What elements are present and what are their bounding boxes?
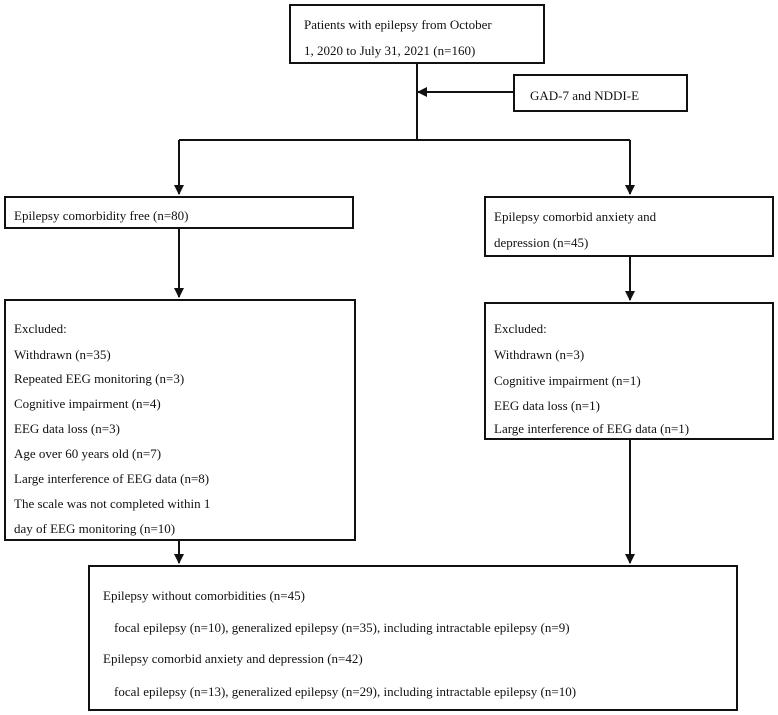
left-group-box: Epilepsy comorbidity free (n=80)	[4, 196, 354, 229]
left-excluded-box: Excluded: Withdrawn (n=35) Repeated EEG …	[4, 299, 356, 541]
left-excluded-item: EEG data loss (n=3)	[14, 421, 120, 436]
left-excluded-item: Withdrawn (n=35)	[14, 347, 111, 362]
right-excluded-item: Withdrawn (n=3)	[494, 347, 585, 362]
right-excluded-item: Large interference of EEG data (n=1)	[494, 421, 690, 436]
scales-box: GAD-7 and NDDI-E	[513, 74, 688, 112]
left-excluded-item: The scale was not completed within 1	[14, 496, 211, 511]
final-line-comorbid: Epilepsy comorbid anxiety and depression…	[103, 651, 363, 666]
left-excluded-heading: Excluded:	[14, 321, 67, 336]
right-group-box: Epilepsy comorbid anxiety and depression…	[484, 196, 774, 257]
right-group-line-1: Epilepsy comorbid anxiety and	[494, 209, 657, 224]
left-group-label: Epilepsy comorbidity free (n=80)	[14, 208, 189, 223]
left-excluded-item: Cognitive impairment (n=4)	[14, 396, 161, 411]
left-excluded-item: Age over 60 years old (n=7)	[14, 446, 162, 461]
right-excluded-item: EEG data loss (n=1)	[494, 398, 600, 413]
final-line-without-comorbidities-detail: focal epilepsy (n=10), generalized epile…	[114, 620, 570, 635]
left-excluded-item: Repeated EEG monitoring (n=3)	[14, 371, 185, 386]
top-patients-box: Patients with epilepsy from October 1, 2…	[289, 4, 545, 64]
right-group-line-2: depression (n=45)	[494, 235, 589, 250]
scales-label: GAD-7 and NDDI-E	[530, 88, 640, 103]
left-excluded-item: day of EEG monitoring (n=10)	[14, 521, 176, 536]
final-line-comorbid-detail: focal epilepsy (n=13), generalized epile…	[114, 684, 577, 699]
right-excluded-item: Cognitive impairment (n=1)	[494, 373, 641, 388]
right-excluded-heading: Excluded:	[494, 321, 547, 336]
final-line-without-comorbidities: Epilepsy without comorbidities (n=45)	[103, 588, 305, 603]
top-text-line-2: 1, 2020 to July 31, 2021 (n=160)	[304, 43, 476, 58]
left-excluded-item: Large interference of EEG data (n=8)	[14, 471, 210, 486]
right-excluded-box: Excluded: Withdrawn (n=3) Cognitive impa…	[484, 302, 774, 440]
top-text-line-1: Patients with epilepsy from October	[304, 17, 492, 32]
final-results-box: Epilepsy without comorbidities (n=45) fo…	[88, 565, 738, 711]
